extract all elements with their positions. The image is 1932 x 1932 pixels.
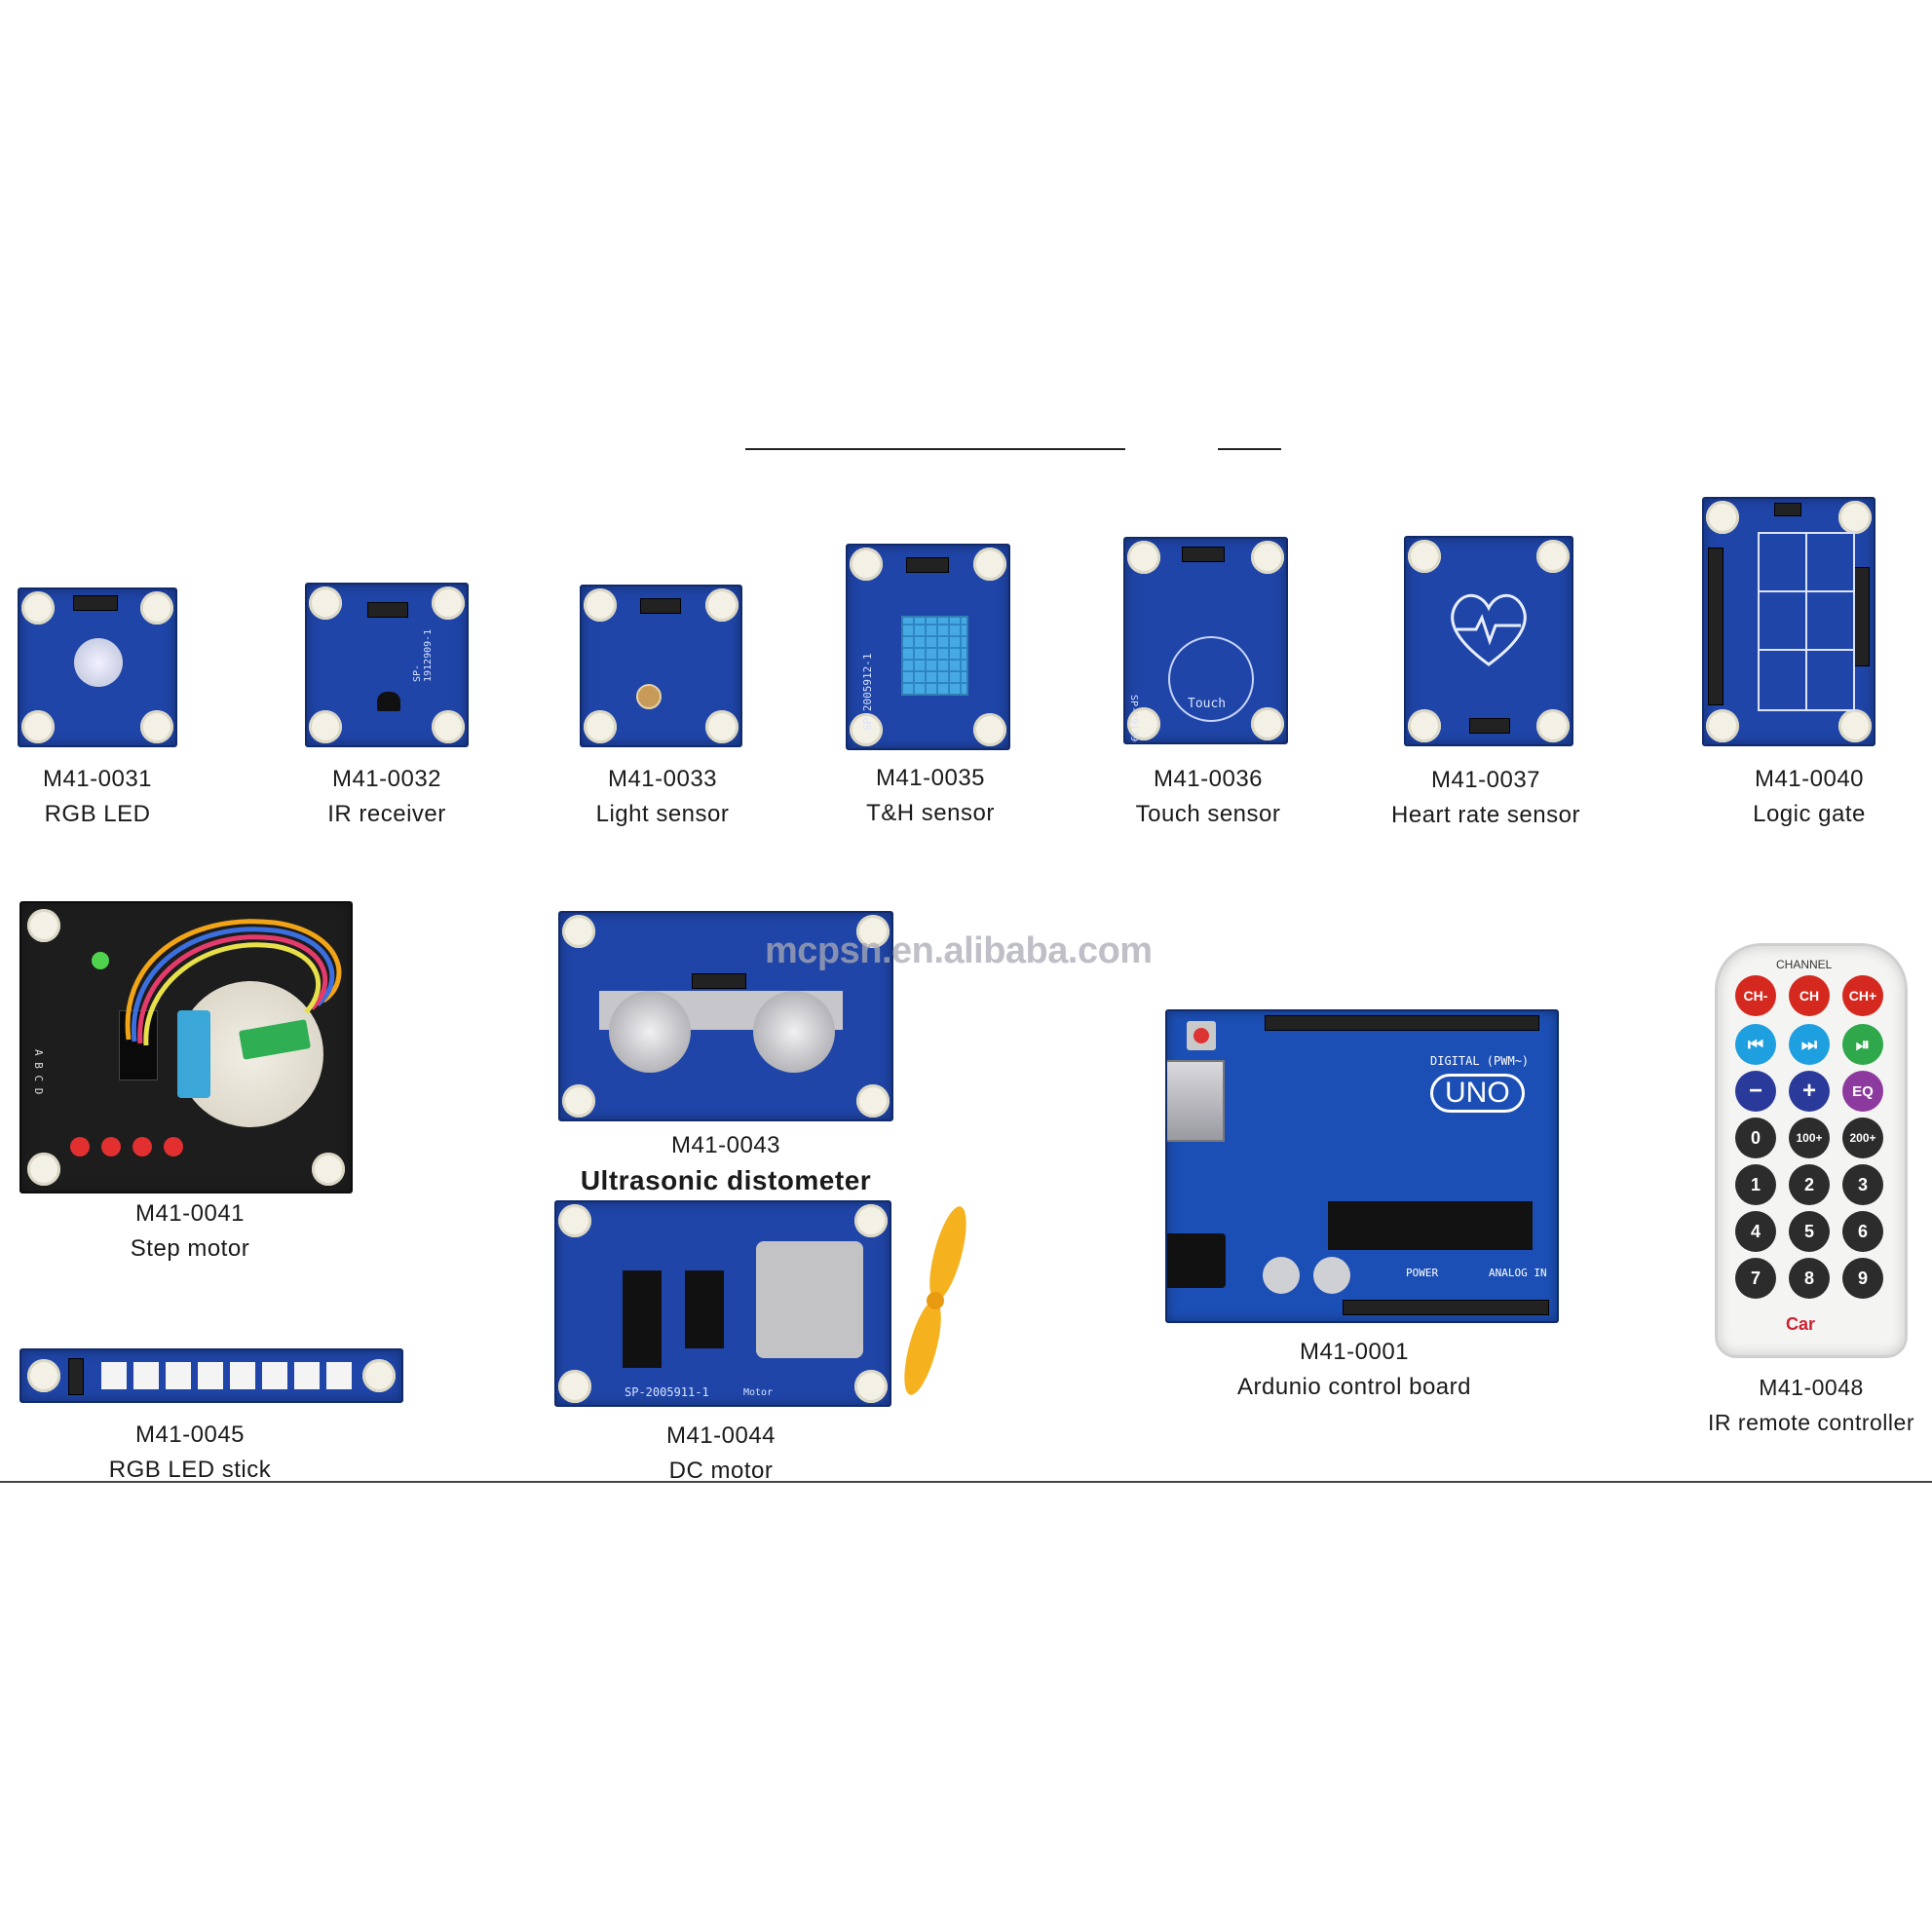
propeller-icon (904, 1206, 966, 1395)
remote-channel-label: CHANNEL (1776, 958, 1833, 971)
top-divider-line-short (1218, 448, 1281, 450)
key-5[interactable]: 5 (1789, 1211, 1830, 1252)
motor-wires (125, 919, 342, 1046)
capacitor-2 (1313, 1257, 1350, 1294)
key-1[interactable]: 1 (1735, 1164, 1776, 1205)
ultrasonic-transmitter (609, 991, 691, 1073)
key-4[interactable]: 4 (1735, 1211, 1776, 1252)
led-row (101, 1362, 355, 1389)
atmega-chip (1328, 1201, 1533, 1250)
ir-remote: CHANNEL CH- CH CH+ ⏮ ⏭ ⏯ − + EQ 0 100+ 2… (1715, 943, 1908, 1358)
dc-board-id: SP-2005911-1 (625, 1385, 709, 1399)
capacitor-1 (1263, 1257, 1300, 1294)
photoresistor (636, 684, 662, 709)
key-200-plus[interactable]: 200+ (1842, 1118, 1883, 1158)
analog-label: ANALOG IN (1489, 1267, 1547, 1279)
watermark: mcpsn.en.alibaba.com (765, 930, 1153, 971)
touch-pad (1168, 636, 1254, 722)
key-vol-up[interactable]: + (1789, 1071, 1830, 1112)
key-7[interactable]: 7 (1735, 1258, 1776, 1299)
heart-rate-board (1404, 536, 1573, 746)
touch-sensor-board: Touch SP-1912908-1 (1123, 537, 1288, 744)
driver-ic (119, 1010, 158, 1080)
ultrasonic-receiver (753, 991, 835, 1073)
touch-label: Touch (1188, 697, 1227, 711)
rgb-led-board (18, 587, 177, 747)
logic-gate-board (1702, 497, 1875, 746)
touch-board-id: SP-1912908-1 (1128, 695, 1139, 744)
usb-port (1167, 1060, 1225, 1142)
key-prev[interactable]: ⏮ (1735, 1024, 1776, 1065)
remote-logo: Car (1786, 1314, 1816, 1334)
rgb-led-stick-board (19, 1348, 403, 1403)
key-ch-plus[interactable]: CH+ (1842, 975, 1883, 1016)
key-8[interactable]: 8 (1789, 1258, 1830, 1299)
th-sensor-board: SP-2005912-1 (846, 544, 1010, 750)
key-0[interactable]: 0 (1735, 1118, 1776, 1158)
arduino-uno-board: UNO DIGITAL (PWM~) POWER ANALOG IN (1165, 1009, 1559, 1323)
key-2[interactable]: 2 (1789, 1164, 1830, 1205)
key-next[interactable]: ⏭ (1789, 1024, 1830, 1065)
ir-sensor (377, 692, 400, 711)
key-ch[interactable]: CH (1789, 975, 1830, 1016)
ir-receiver-board: SP-1912909-1 (305, 583, 469, 747)
key-100-plus[interactable]: 100+ (1789, 1118, 1830, 1158)
step-abcd-label: A B C D (32, 1049, 45, 1095)
motor-cap (177, 1010, 210, 1098)
digital-header (1265, 1015, 1539, 1031)
key-eq[interactable]: EQ (1842, 1071, 1883, 1112)
rgb-led-dome (74, 638, 123, 687)
reset-button (1187, 1021, 1216, 1050)
dc-motor-board: SP-2005911-1 Motor (554, 1200, 891, 1407)
step-leds (70, 1137, 226, 1158)
power-jack (1167, 1233, 1226, 1288)
dc-motor-label: Motor (743, 1387, 774, 1398)
heart-icon (1451, 593, 1527, 666)
bottom-divider-line (0, 1481, 1932, 1483)
dc-driver-ic-1 (623, 1270, 662, 1368)
key-9[interactable]: 9 (1842, 1258, 1883, 1299)
logic-gate-grid (1758, 532, 1855, 711)
uno-logo: UNO (1430, 1074, 1525, 1113)
th-board-id: SP-2005912-1 (861, 653, 874, 731)
key-6[interactable]: 6 (1842, 1211, 1883, 1252)
key-vol-down[interactable]: − (1735, 1071, 1776, 1112)
step-motor-board: A B C D (19, 901, 353, 1193)
ultrasonic-board (558, 911, 893, 1121)
dc-driver-ic-2 (685, 1270, 724, 1348)
ir-board-id: SP-1912909-1 (412, 628, 434, 682)
analog-header (1343, 1300, 1549, 1315)
key-play-pause[interactable]: ⏯ (1842, 1024, 1883, 1065)
key-ch-minus[interactable]: CH- (1735, 975, 1776, 1016)
dc-motor-body (756, 1241, 863, 1358)
digital-label: DIGITAL (PWM~) (1430, 1054, 1530, 1068)
top-divider-line (745, 448, 1125, 450)
power-label: POWER (1406, 1267, 1439, 1279)
key-3[interactable]: 3 (1842, 1164, 1883, 1205)
dht-sensor (901, 616, 968, 696)
power-led (92, 952, 109, 969)
light-sensor-board (580, 585, 742, 747)
